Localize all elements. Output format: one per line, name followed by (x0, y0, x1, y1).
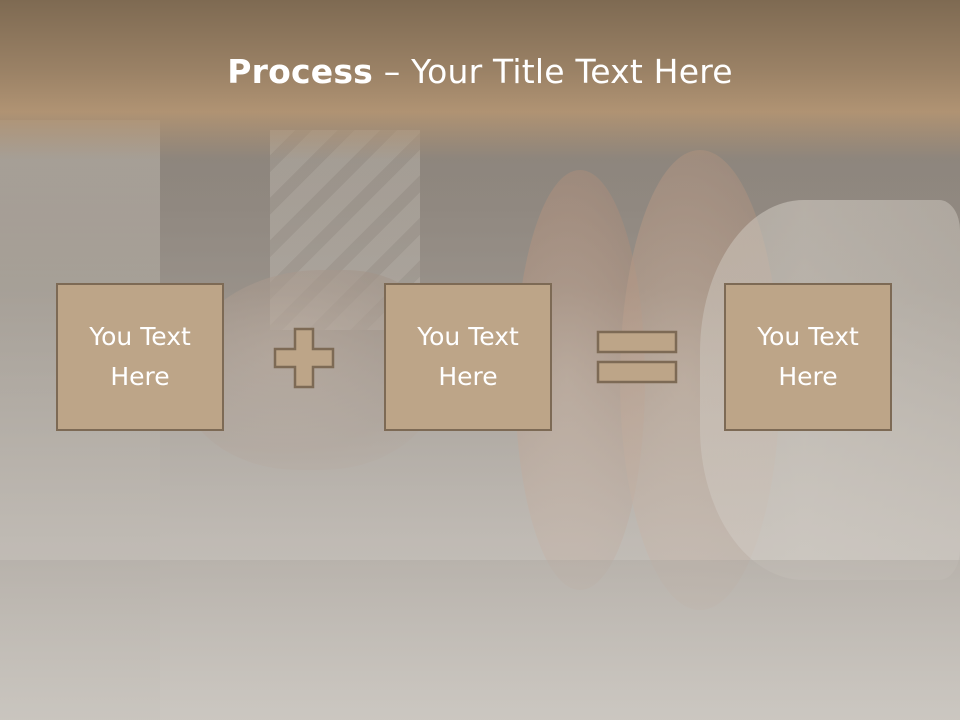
slide-title[interactable]: Process – Your Title Text Here (0, 52, 960, 91)
process-step-text: You Text Here (757, 322, 859, 391)
title-band (0, 0, 960, 160)
process-step-box[interactable]: You Text Here (724, 283, 892, 431)
process-step-box[interactable]: You Text Here (384, 283, 552, 431)
process-step-text: You Text Here (417, 322, 519, 391)
title-normal: – Your Title Text Here (373, 52, 733, 91)
equals-icon (596, 330, 678, 384)
title-strong: Process (227, 52, 374, 91)
plus-icon (273, 327, 335, 389)
process-step-text: You Text Here (89, 322, 191, 391)
process-step-box[interactable]: You Text Here (56, 283, 224, 431)
